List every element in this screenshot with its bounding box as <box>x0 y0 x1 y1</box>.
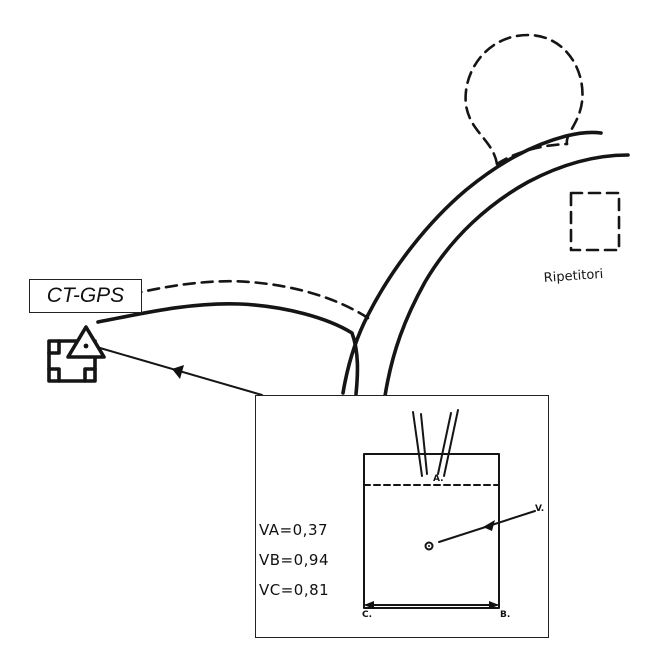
gallery-wall-right <box>383 153 630 398</box>
point-a-label: A. <box>433 474 444 484</box>
station-point-icon <box>83 343 89 349</box>
point-b-label: B. <box>500 610 511 620</box>
station-box <box>47 339 97 383</box>
reading-va: VA=0,37 <box>259 521 329 539</box>
point-v-marker <box>424 541 434 551</box>
repeater-box <box>569 191 621 252</box>
point-v-dot <box>428 545 430 547</box>
point-v-arrowhead-icon <box>483 520 495 531</box>
dashed-chamber <box>464 33 584 166</box>
inset-drawing <box>363 409 536 609</box>
reading-vb: VB=0,94 <box>259 551 330 569</box>
dimension-arrow-left-icon <box>364 601 374 609</box>
side-passage-wall <box>96 301 360 396</box>
chamber-outline <box>363 453 500 609</box>
tube-outer <box>412 409 459 477</box>
station-label: CT-GPS <box>29 279 142 313</box>
dimension-arrow-right-icon <box>489 601 499 609</box>
repeater-label: Ripetitori <box>543 267 604 286</box>
detail-inset: A. B. C. V. VA=0,37 VB=0,94 VC=0,81 <box>255 395 549 638</box>
leader-arrowhead-icon <box>172 365 184 379</box>
dashed-chamber-link <box>495 142 569 166</box>
station-triangle-icon <box>66 325 106 359</box>
reading-vc: VC=0,81 <box>259 581 330 599</box>
gallery-wall-left <box>341 130 603 395</box>
point-v-label: V. <box>535 504 545 514</box>
tube-inner <box>420 412 452 475</box>
point-c-label: C. <box>362 610 373 620</box>
